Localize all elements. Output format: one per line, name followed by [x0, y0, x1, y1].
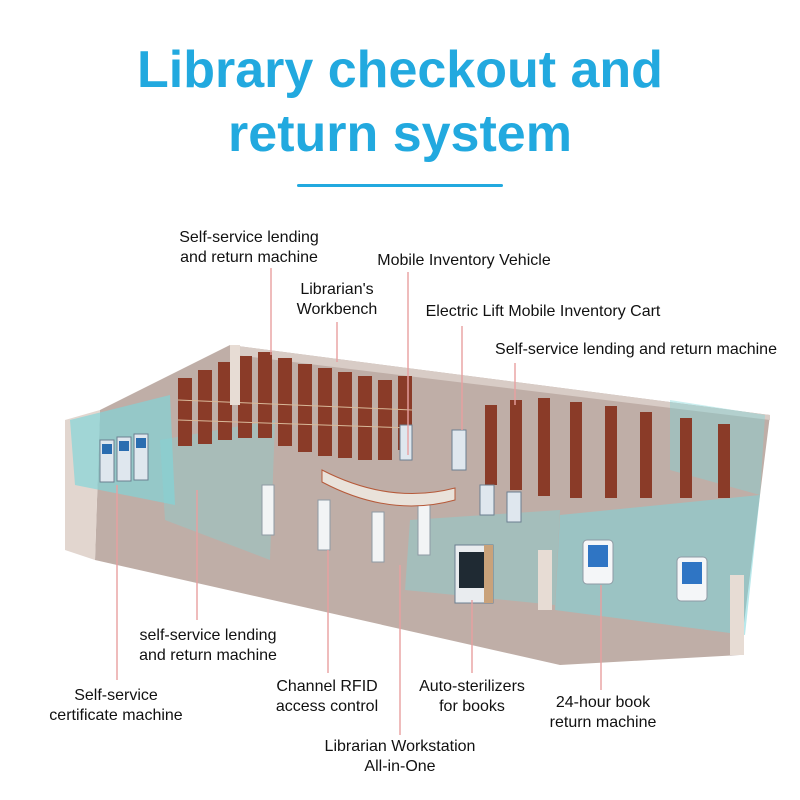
book-sterilizer [454, 544, 494, 604]
label-line: certificate machine [49, 707, 183, 724]
bookshelves-right [485, 398, 730, 498]
glass-room-center [160, 420, 275, 560]
return-machines [582, 539, 708, 602]
glass-room-right [555, 495, 760, 635]
label-self-service-lending-right: Self-service lending and return machine [495, 341, 777, 358]
title-underline [297, 184, 503, 187]
label-line: 24-hour book [555, 694, 651, 711]
label-auto-sterilizers: Auto-sterilizers for books [408, 677, 536, 717]
glass-wall-right [670, 400, 765, 495]
label-line: for books [439, 698, 505, 715]
label-24-hour-return: 24-hour book return machine [540, 693, 666, 733]
label-librarians-workbench: Librarian's Workbench [282, 280, 392, 320]
label-line: Channel RFID [276, 678, 378, 695]
label-line: Auto-sterilizers [419, 678, 525, 695]
label-self-service-lending-top: Self-service lending and return machine [168, 228, 330, 268]
pillars [230, 345, 744, 655]
librarians-workbench-counter [321, 469, 456, 507]
title-line-2: return system [228, 105, 572, 163]
label-mobile-inventory-vehicle: Mobile Inventory Vehicle [377, 252, 551, 269]
label-channel-rfid: Channel RFID access control [266, 677, 388, 717]
label-line: access control [275, 698, 379, 715]
center-kiosks [399, 424, 522, 523]
label-line: return machine [549, 714, 657, 731]
label-line: self-service lending [139, 627, 277, 644]
label-self-service-lending-lower: self-service lending and return machine [128, 626, 288, 666]
label-electric-lift-cart: Electric Lift Mobile Inventory Cart [425, 303, 661, 320]
leader-lines [116, 268, 602, 735]
label-librarian-workstation: Librarian Workstation All-in-One [310, 737, 490, 777]
rfid-gates [261, 484, 431, 563]
certificate-kiosks [99, 433, 149, 483]
label-line: All-in-One [364, 758, 436, 775]
bookshelf-shelves-left [177, 399, 413, 429]
label-self-service-certificate: Self-service certificate machine [38, 686, 194, 726]
label-line: Librarian's [300, 281, 374, 298]
label-line: and return machine [139, 647, 277, 664]
back-wall [230, 345, 770, 420]
label-line: Workbench [296, 301, 378, 318]
title-line-1: Library checkout and [137, 41, 663, 99]
label-line: Self-service lending [179, 229, 319, 246]
label-line: and return machine [180, 249, 318, 266]
label-line: Self-service [74, 687, 158, 704]
label-line: Librarian Workstation [324, 738, 476, 755]
